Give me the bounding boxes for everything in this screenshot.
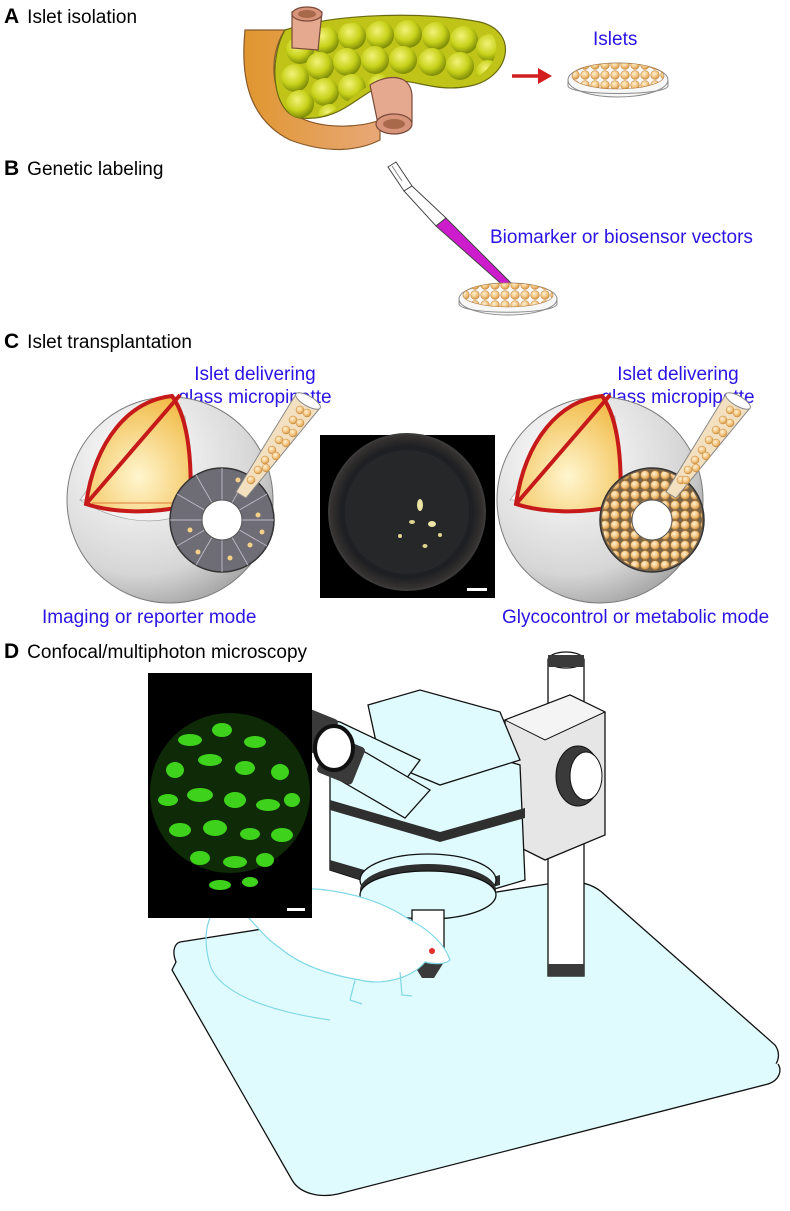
panel-c-title: Islet transplantation bbox=[27, 332, 192, 353]
panel-d-title: Confocal/multiphoton microscopy bbox=[27, 642, 308, 663]
panel-a-letter: A bbox=[4, 5, 20, 28]
panel-d-letter: D bbox=[4, 640, 20, 663]
scale-bar bbox=[467, 588, 487, 591]
scale-bar bbox=[287, 908, 305, 911]
fundus-photo bbox=[320, 433, 495, 598]
panel-b-heading: B Genetic labeling bbox=[4, 157, 163, 181]
panel-a-heading: A Islet isolation bbox=[4, 5, 137, 29]
panel-b-title: Genetic labeling bbox=[27, 159, 164, 180]
pipette-label-left-line1: Islet delivering bbox=[194, 364, 316, 385]
pipette-label-right-line1: Islet delivering bbox=[617, 364, 739, 385]
mode-left-label: Imaging or reporter mode bbox=[42, 607, 257, 628]
eye-cross-section bbox=[496, 393, 705, 604]
pancreas-illustration bbox=[243, 6, 507, 150]
panel-c-letter: C bbox=[4, 330, 20, 353]
microscope-illustration bbox=[259, 689, 526, 978]
petri-dish-icon bbox=[458, 282, 558, 316]
confocal-image bbox=[148, 673, 312, 918]
islets-label: Islets bbox=[593, 29, 638, 50]
eye-cross-section bbox=[66, 393, 275, 604]
pipette-label-right: Islet delivering glass micropipette bbox=[583, 363, 773, 409]
mode-right-label: Glycocontrol or metabolic mode bbox=[502, 607, 770, 628]
pipette-icon bbox=[387, 161, 515, 301]
petri-dish-icon bbox=[567, 62, 669, 98]
panel-d-heading: D Confocal/multiphoton microscopy bbox=[4, 640, 307, 664]
micropipette-icon bbox=[235, 392, 321, 499]
panel-c-heading: C Islet transplantation bbox=[4, 330, 192, 354]
vector-label: Biomarker or biosensor vectors bbox=[490, 227, 753, 248]
pipette-label-right-line2: glass micropipette bbox=[601, 387, 755, 408]
panel-a-title: Islet isolation bbox=[27, 7, 138, 28]
micropipette-icon bbox=[665, 392, 751, 499]
panel-b-letter: B bbox=[4, 157, 20, 180]
arrow-icon bbox=[512, 68, 552, 84]
